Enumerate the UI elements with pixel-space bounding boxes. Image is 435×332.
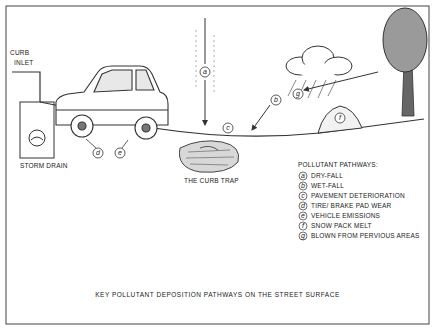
- callout-letter: g: [301, 232, 305, 239]
- drain-water: [31, 137, 43, 140]
- callout-letter: d: [301, 202, 305, 209]
- dry-fall-arrow: [205, 18, 206, 64]
- legend-entry: BLOWN FROM PERVIOUS AREAS: [311, 233, 420, 240]
- rain: [288, 80, 336, 98]
- legend-entry: TIRE/ BRAKE PAD WEAR: [311, 203, 391, 210]
- legend-circles: [299, 172, 307, 240]
- frame: [6, 6, 429, 324]
- dust: [214, 35, 215, 95]
- car: [56, 66, 168, 139]
- part-label: POLLUTANT PATHWAYS:: [298, 162, 378, 169]
- callout-letter: f: [302, 222, 304, 229]
- legend-entry: VEHICLE EMISSIONS: [311, 213, 380, 220]
- legend-entry: WET-FALL: [311, 183, 344, 190]
- curb: [12, 72, 40, 102]
- curb-trap: [179, 141, 238, 172]
- legend-entry: PAVEMENT DETERIORATION: [311, 193, 405, 200]
- caption: KEY POLLUTANT DEPOSITION PATHWAYS ON THE…: [95, 292, 339, 299]
- tree: [383, 8, 427, 116]
- leader-line: [122, 140, 128, 148]
- leader-line: [86, 139, 96, 148]
- legend-entry: SNOW PACK MELT: [311, 223, 372, 230]
- dust: [196, 30, 197, 90]
- callout-letter: a: [301, 172, 305, 179]
- part-label: INLET: [14, 60, 33, 67]
- wet-fall-arrow: [252, 105, 270, 130]
- drain-pipe: [29, 130, 45, 146]
- callout-letter: b: [274, 96, 278, 103]
- part-label: STORM DRAIN: [20, 163, 68, 170]
- callout-letter: e: [118, 149, 122, 156]
- callout-letter: d: [96, 149, 100, 156]
- part-label: THE CURB TRAP: [184, 178, 239, 185]
- callout-circles: [93, 67, 345, 158]
- blown-arrow: [304, 72, 378, 90]
- callout-letter: c: [301, 192, 305, 199]
- callout-letter: e: [301, 212, 305, 219]
- callout-letter: b: [301, 182, 305, 189]
- snow-pack: [318, 106, 362, 133]
- dry-fall-arrow: [205, 80, 206, 125]
- part-label: CURB: [10, 50, 29, 57]
- rain-cloud: [286, 46, 352, 77]
- callout-letter: f: [339, 114, 341, 121]
- callout-letter: a: [203, 68, 207, 75]
- callout-letter: c: [226, 124, 230, 131]
- storm-drain: [20, 102, 54, 158]
- legend-entry: DRY-FALL: [311, 173, 343, 180]
- callout-letter: g: [296, 90, 300, 97]
